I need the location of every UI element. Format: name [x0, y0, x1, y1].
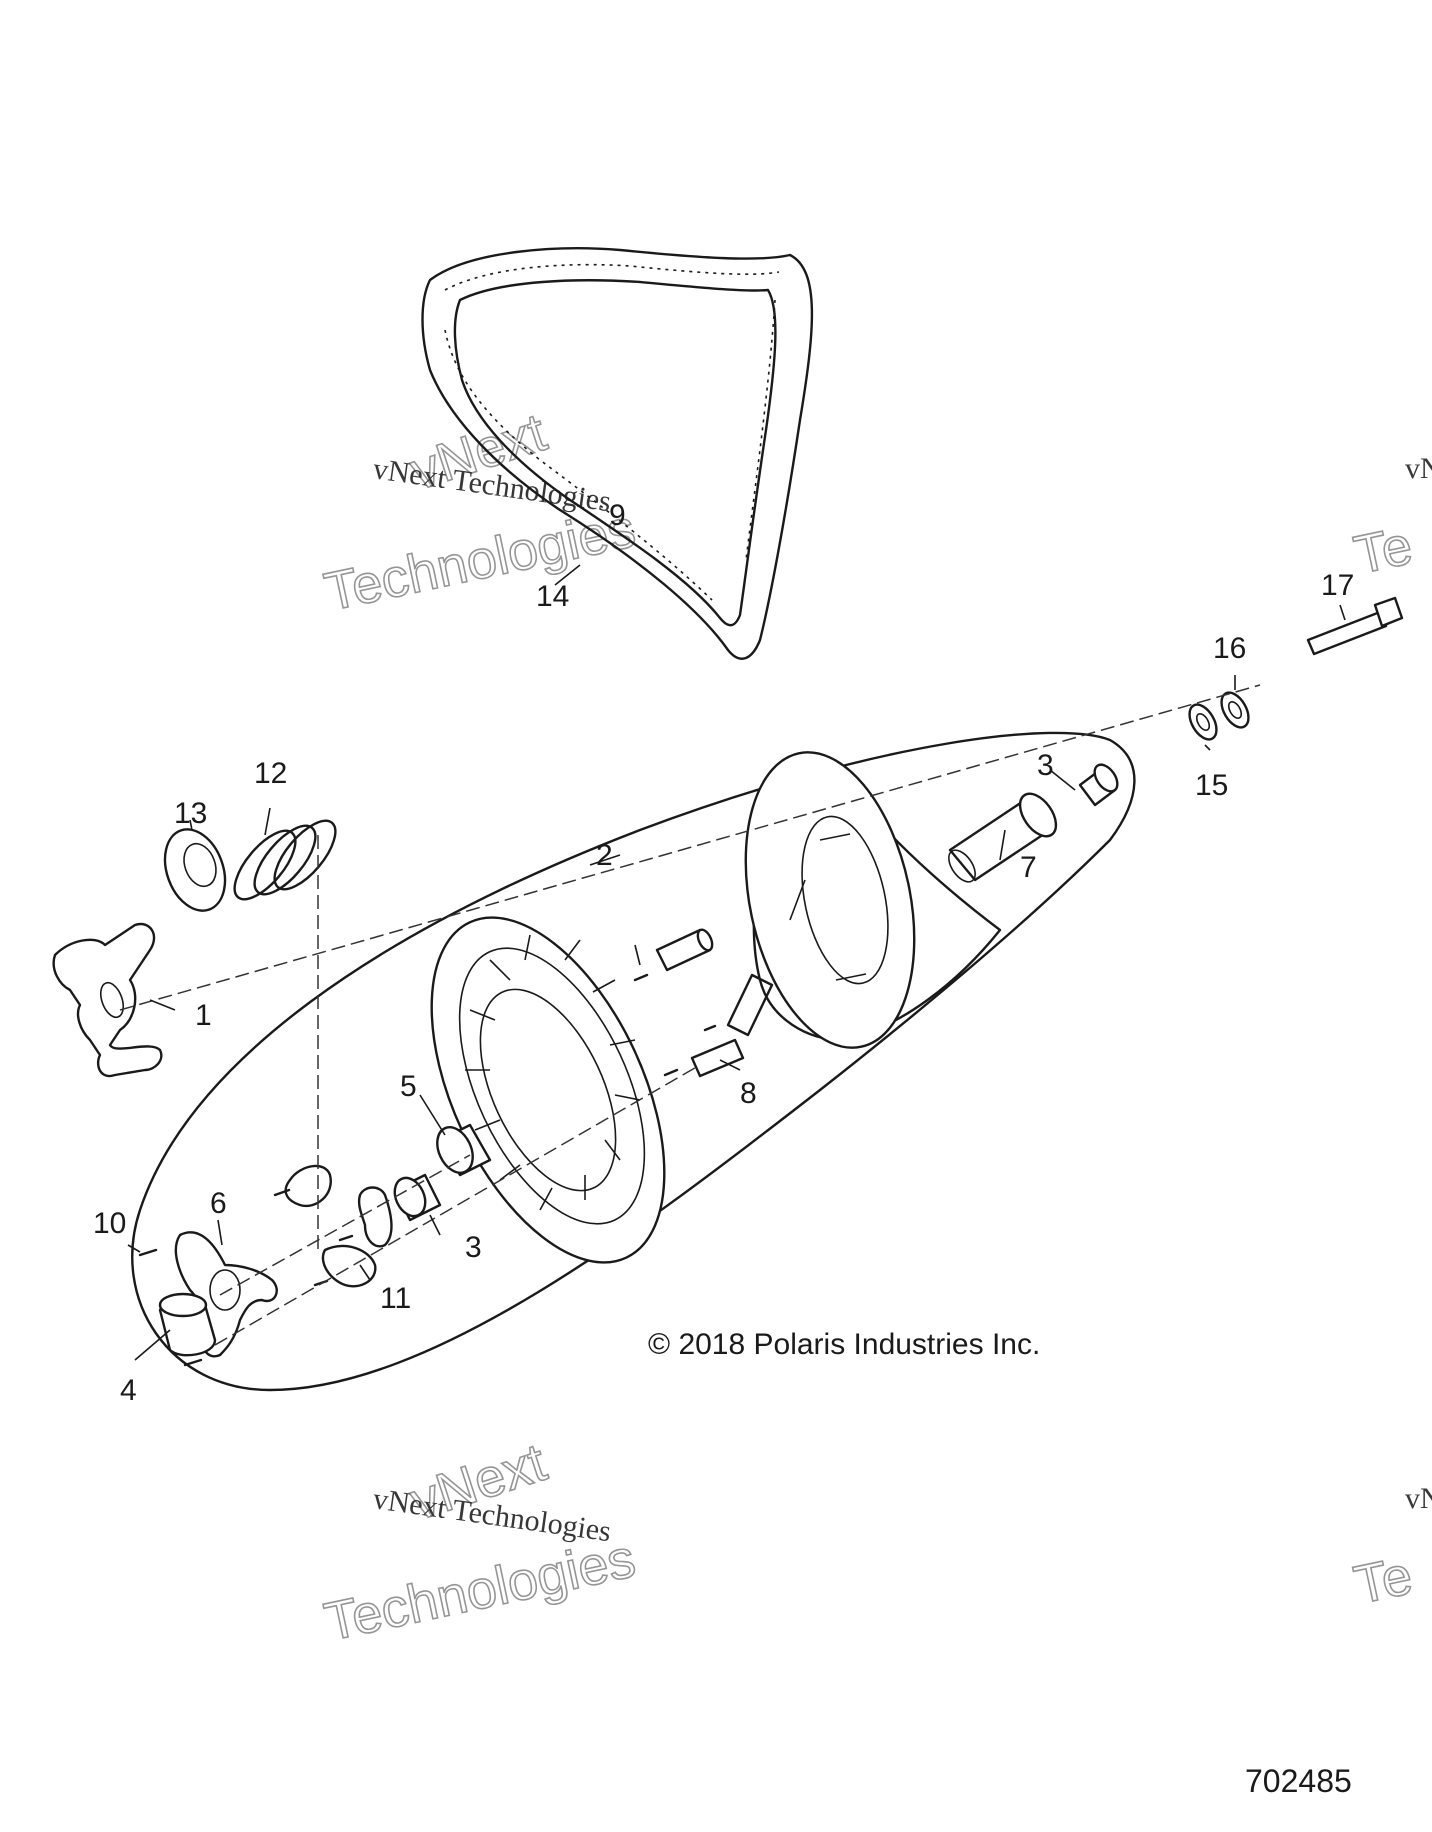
- screw-10a: [138, 1248, 158, 1257]
- washer-15: [1188, 703, 1218, 741]
- callout-11: 11: [380, 1282, 411, 1315]
- callout-10: 10: [93, 1207, 126, 1240]
- watermark-right-outline-top: Te: [1349, 515, 1417, 586]
- drive-belt: [421, 247, 814, 660]
- callout-5: 5: [400, 1070, 417, 1103]
- roller-arm-11a: [273, 1164, 332, 1208]
- callout-9: 9: [609, 499, 626, 532]
- roller-arm-11b: [357, 1186, 393, 1248]
- callout-1: 1: [195, 999, 212, 1032]
- axis-line-lower: [214, 1064, 701, 1346]
- axis-line-middle: [219, 1154, 471, 1296]
- callout-2: 2: [596, 839, 613, 872]
- callout-16: 16: [1213, 632, 1246, 665]
- bushing-3-lower: [393, 1173, 442, 1222]
- watermark-right-script-top: vN: [1405, 452, 1432, 485]
- callout-15: 15: [1195, 769, 1228, 802]
- hub-5: [436, 1123, 492, 1177]
- spring-retainer-13: [163, 828, 227, 912]
- assembly-outline: [131, 731, 1136, 1392]
- spring-12: [233, 819, 337, 901]
- callout-4: 4: [120, 1374, 137, 1407]
- watermark-right-outline-bottom: Te: [1349, 1545, 1417, 1616]
- callout-12: 12: [254, 757, 287, 790]
- watermark-bottom-technologies: Technologies: [319, 1528, 640, 1652]
- bushing-small-right: [1078, 763, 1119, 807]
- watermark-right-script-bottom: vN: [1405, 1482, 1432, 1515]
- callout-3-upper: 3: [1037, 749, 1054, 782]
- watermark-right-edge: vN Te vN Te: [1348, 452, 1432, 1617]
- sheave-cone: [744, 751, 1002, 1049]
- leader-lines: [127, 564, 1346, 1361]
- callout-6: 6: [210, 1187, 227, 1220]
- watermark-top-technologies: Technologies: [319, 498, 640, 622]
- callouts: 1 2 3 3 4 5 6 7 8 9 10 11 12 13 14 15 16…: [93, 499, 1354, 1407]
- sheave-plate: [430, 916, 666, 1264]
- copyright-notice: © 2018 Polaris Industries Inc.: [648, 1328, 1040, 1361]
- roller-arm-11c: [313, 1234, 377, 1288]
- figure-number: 702485: [1245, 1763, 1352, 1799]
- bolt-17: [1306, 596, 1404, 656]
- callout-7: 7: [1020, 851, 1037, 884]
- bushing-4: [158, 1292, 217, 1357]
- pin-8: [663, 973, 774, 1078]
- sleeve-bushing: [948, 792, 1058, 883]
- watermark-top: vNext vNext Technologies Technologies: [319, 401, 641, 623]
- screw-10b: [183, 1358, 203, 1367]
- callout-17: 17: [1321, 569, 1354, 602]
- pin-9: [633, 928, 714, 982]
- washer-16: [1220, 691, 1250, 729]
- callout-14: 14: [536, 580, 569, 613]
- axis-line-main: [119, 684, 1261, 1011]
- cam-cover-1: [52, 922, 163, 1078]
- callout-8: 8: [740, 1077, 757, 1110]
- callout-3-lower: 3: [465, 1231, 482, 1264]
- watermark-bottom: vNext vNext Technologies Technologies: [319, 1431, 641, 1653]
- callout-13: 13: [174, 797, 207, 830]
